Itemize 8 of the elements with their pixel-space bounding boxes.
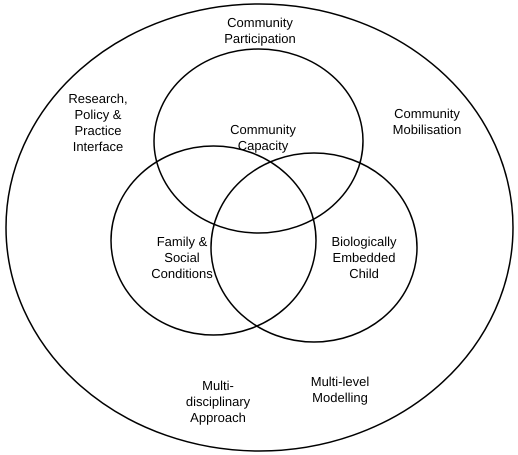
node-label: Community Mobilisation	[392, 106, 462, 138]
node-label: Multi-disciplinary Approach	[184, 378, 252, 426]
node-label: Family & Social Conditions	[150, 234, 214, 282]
node-label: Community Participation	[223, 15, 297, 47]
node-label: Community Capacity	[229, 122, 297, 154]
node-label: Research, Policy & Practice Interface	[67, 91, 129, 155]
node-label: Biologically Embedded Child	[330, 234, 398, 282]
node-label: Multi-level Modelling	[310, 374, 370, 406]
